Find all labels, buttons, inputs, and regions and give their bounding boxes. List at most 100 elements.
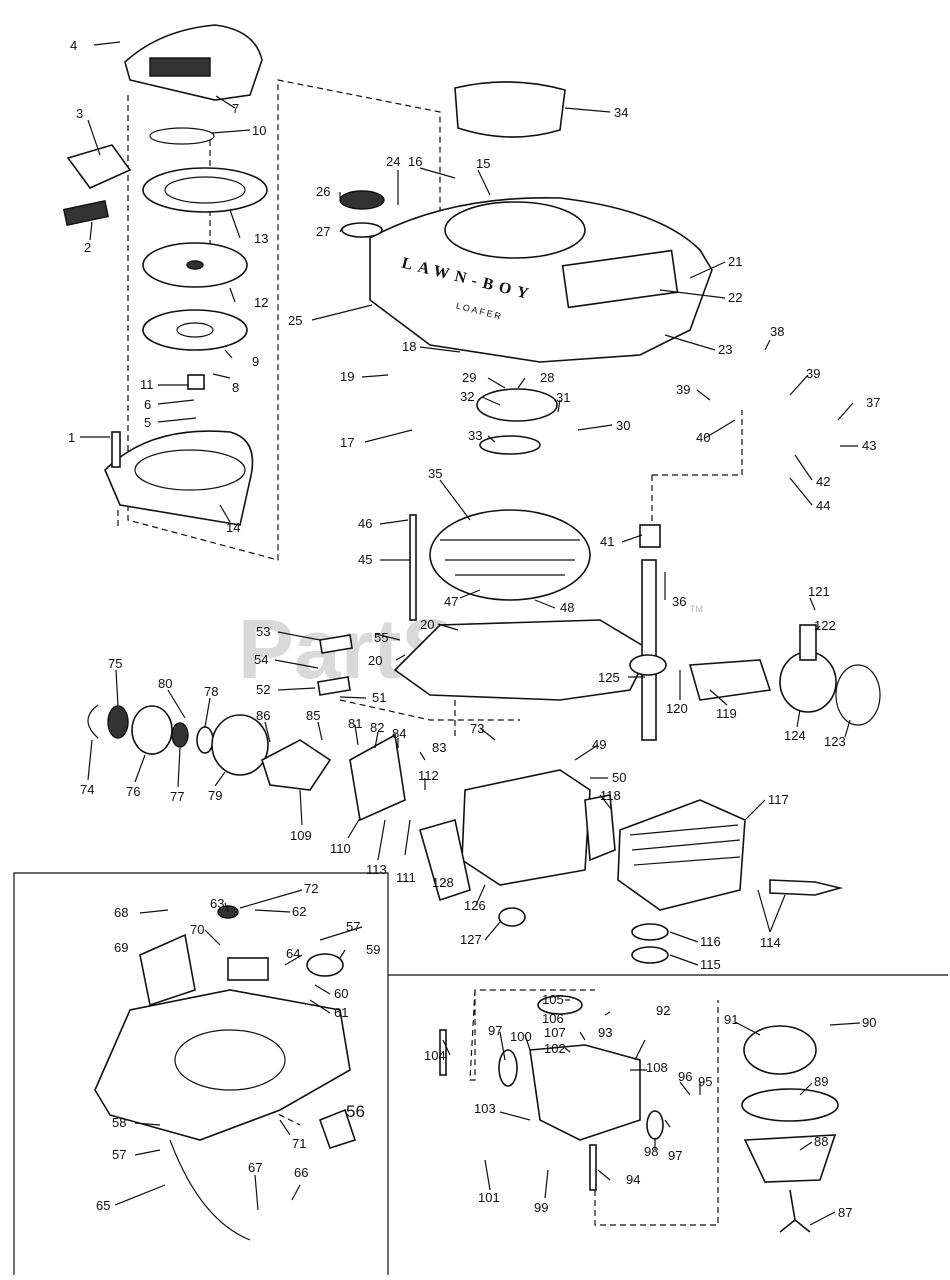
- label-part-27: 27: [316, 224, 330, 239]
- starter-cover-vents: [149, 57, 211, 77]
- cylinder-block-part: [461, 769, 591, 886]
- label-part-48: 48: [560, 600, 574, 615]
- label-part-57b: 57: [112, 1147, 126, 1162]
- label-part-62: 62: [292, 904, 306, 919]
- flywheel-part: [429, 509, 591, 601]
- label-part-18: 18: [402, 339, 416, 354]
- reed-block-part: [349, 733, 406, 822]
- label-part-102: 102: [544, 1041, 566, 1056]
- label-part-66: 66: [294, 1165, 308, 1180]
- label-part-20a: 20: [420, 617, 434, 632]
- handle-insert-part: [62, 199, 110, 227]
- label-part-74: 74: [80, 782, 94, 797]
- spring-part: [639, 524, 661, 548]
- label-part-124: 124: [784, 728, 806, 743]
- label-part-67: 67: [248, 1160, 262, 1175]
- label-part-28: 28: [540, 370, 554, 385]
- label-part-49: 49: [592, 737, 606, 752]
- piston-part: [779, 651, 837, 713]
- label-part-116: 116: [700, 934, 721, 949]
- bowl-gasket-part: [741, 1088, 839, 1122]
- label-part-35: 35: [428, 466, 442, 481]
- label-part-119: 119: [716, 706, 737, 721]
- label-part-12: 12: [254, 295, 268, 310]
- intake-group: [87, 634, 406, 822]
- starter-handle-part: [66, 144, 132, 189]
- label-part-46: 46: [358, 516, 372, 531]
- drain-screw-part: [779, 1189, 811, 1233]
- recoil-spring-part: [142, 167, 268, 213]
- label-part-126: 126: [464, 898, 486, 913]
- label-part-80: 80: [158, 676, 172, 691]
- label-part-1: 1: [68, 430, 75, 445]
- label-part-128: 128: [432, 875, 454, 890]
- label-part-91: 91: [724, 1012, 738, 1027]
- label-part-32: 32: [460, 389, 474, 404]
- label-part-90: 90: [862, 1015, 876, 1030]
- label-part-13: 13: [254, 231, 268, 246]
- head-gasket-part: [584, 794, 616, 862]
- label-part-92: 92: [656, 1003, 670, 1018]
- label-part-89: 89: [814, 1074, 828, 1089]
- float-bowl-part: [743, 1134, 837, 1183]
- label-part-71: 71: [292, 1136, 306, 1151]
- label-part-122: 122: [814, 618, 836, 633]
- label-part-39b: 39: [806, 366, 820, 381]
- label-part-87: 87: [838, 1205, 852, 1220]
- label-part-121: 121: [808, 584, 830, 599]
- crankcase-plate-part: [393, 619, 652, 701]
- label-part-70: 70: [190, 922, 204, 937]
- label-part-55: 55: [374, 630, 388, 645]
- label-part-104: 104: [424, 1048, 446, 1063]
- label-part-14: 14: [226, 520, 240, 535]
- label-part-22: 22: [728, 290, 742, 305]
- connecting-rod-part: [688, 659, 772, 701]
- plate-part-2: [317, 676, 351, 696]
- assembly-guide-lines: [117, 79, 743, 1226]
- label-part-21: 21: [728, 254, 742, 269]
- gasket-part: [419, 818, 471, 902]
- label-part-120: 120: [666, 701, 688, 716]
- label-part-36: 36: [672, 594, 686, 609]
- gear-part: [107, 705, 129, 739]
- label-part-9: 9: [252, 354, 259, 369]
- label-part-100: 100: [510, 1029, 532, 1044]
- label-part-7: 7: [232, 101, 239, 116]
- label-part-115: 115: [700, 957, 721, 972]
- label-part-26: 26: [316, 184, 330, 199]
- label-part-23: 23: [718, 342, 732, 357]
- label-part-94: 94: [626, 1172, 640, 1187]
- label-part-34: 34: [614, 105, 628, 120]
- label-part-2: 2: [84, 240, 91, 255]
- nut-part: [498, 907, 526, 927]
- label-part-107: 107: [544, 1025, 566, 1040]
- label-part-114: 114: [760, 935, 781, 950]
- label-part-96: 96: [678, 1069, 692, 1084]
- air-intake-opening: [444, 201, 586, 259]
- label-part-33: 33: [468, 428, 482, 443]
- ignition-coil-part: [139, 933, 196, 1007]
- label-part-78: 78: [204, 684, 218, 699]
- label-part-40: 40: [696, 430, 710, 445]
- label-part-17: 17: [340, 435, 354, 450]
- label-part-105: 105: [542, 992, 564, 1007]
- label-part-73: 73: [470, 721, 484, 736]
- label-part-69: 69: [114, 940, 128, 955]
- label-part-47: 47: [444, 594, 458, 609]
- label-part-81: 81: [348, 716, 362, 731]
- label-part-112: 112: [418, 768, 439, 783]
- label-part-93: 93: [598, 1025, 612, 1040]
- label-part-53: 53: [256, 624, 270, 639]
- needle-part: [439, 1029, 447, 1076]
- ignition-inset: [94, 905, 357, 1241]
- label-part-60: 60: [334, 986, 348, 1001]
- throttle-disc-part: [646, 1110, 664, 1140]
- label-part-83: 83: [432, 740, 446, 755]
- label-part-20b: 20: [368, 653, 382, 668]
- label-part-25: 25: [288, 313, 302, 328]
- carburetor-body-part: [261, 739, 332, 791]
- plate-part: [319, 634, 353, 654]
- ring-part: [171, 722, 189, 748]
